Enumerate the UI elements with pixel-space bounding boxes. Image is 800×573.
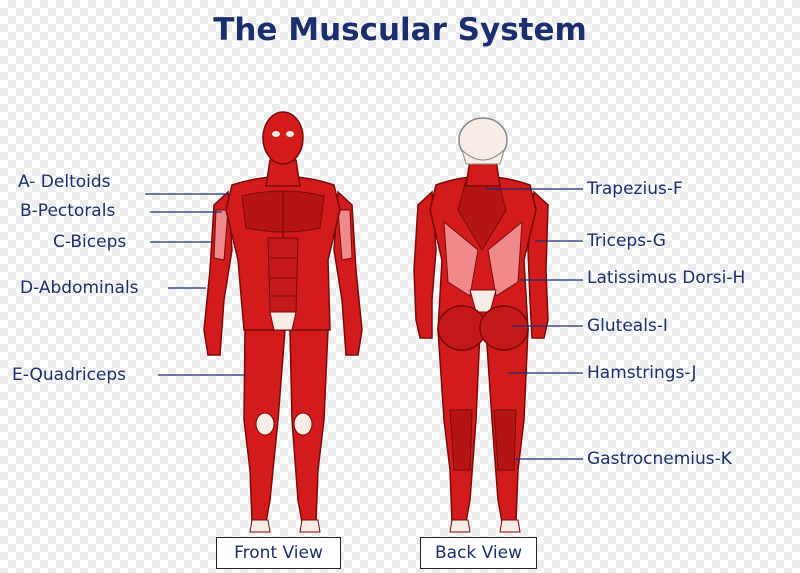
back-latissimus-left <box>443 220 479 297</box>
back-left-foot <box>449 519 471 533</box>
front-right-knee <box>293 412 313 436</box>
front-pelvis <box>269 311 297 331</box>
label-biceps: C-Biceps <box>53 232 127 252</box>
label-trapezius: Trapezius-F <box>587 179 683 199</box>
back-left-calf <box>449 409 473 471</box>
front-view-button[interactable]: Front View <box>216 537 341 569</box>
front-abdominals <box>267 237 299 313</box>
back-view-button[interactable]: Back View <box>420 537 537 569</box>
back-left-gluteal <box>437 305 487 351</box>
label-latissimus-dorsi: Latissimus Dorsi-H <box>587 268 746 288</box>
label-triceps: Triceps-G <box>587 231 666 251</box>
front-left-foot <box>249 519 271 533</box>
label-abdominals: D-Abdominals <box>20 278 139 298</box>
front-head <box>262 111 304 165</box>
label-gluteals: Gluteals-I <box>587 316 668 336</box>
label-deltoids: A- Deltoids <box>18 172 111 192</box>
front-left-knee <box>255 412 275 436</box>
back-right-foot <box>499 519 521 533</box>
label-hamstrings: Hamstrings-J <box>587 363 697 383</box>
back-figure <box>413 117 549 533</box>
front-right-foot <box>299 519 321 533</box>
back-right-calf <box>493 409 517 471</box>
label-pectorals: B-Pectorals <box>20 201 116 221</box>
back-latissimus-right <box>487 220 523 297</box>
front-right-bicep <box>337 209 353 261</box>
back-right-arm <box>527 190 549 339</box>
leader-lines <box>145 188 583 460</box>
front-figure <box>203 111 363 533</box>
label-quadriceps: E-Quadriceps <box>12 365 127 385</box>
label-gastrocnemius: Gastrocnemius-K <box>587 449 732 469</box>
back-right-gluteal <box>479 305 529 351</box>
front-left-bicep <box>213 209 229 261</box>
page-title: The Muscular System <box>213 12 587 48</box>
back-left-arm <box>413 190 437 339</box>
